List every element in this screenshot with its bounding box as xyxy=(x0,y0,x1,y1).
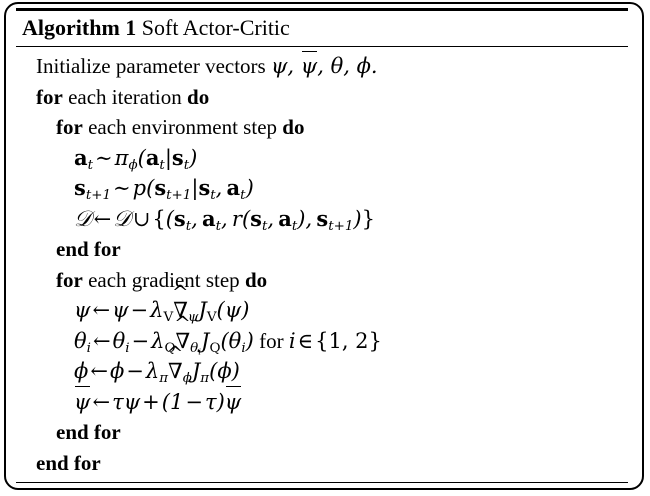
algorithm-body: Initialize parameter vectors ψ, ψ, θ, ϕ.… xyxy=(16,47,628,482)
word-each: each xyxy=(68,84,107,109)
caption-rule xyxy=(16,46,628,48)
index-set: {1, 2} xyxy=(315,328,382,353)
algorithm-line-policy-update: ϕ←ϕ−λπ∇ϕJπ(ϕ) xyxy=(16,356,628,387)
keyword-end-for: end for xyxy=(56,420,121,445)
keyword-for: for xyxy=(56,115,83,140)
caption-title: Soft Actor-Critic xyxy=(141,15,290,40)
equation-q-update: θi←θi−λQ∇θiJQ(θi) xyxy=(74,329,254,356)
equation-target-update: ψ←τψ+(1−τ)ψ xyxy=(74,386,241,414)
initialize-text: Initialize parameter vectors xyxy=(36,54,266,79)
keyword-end-for: end for xyxy=(36,450,101,475)
keyword-do: do xyxy=(244,267,268,292)
word-environment-step: environment step xyxy=(131,115,278,140)
keyword-do: do xyxy=(187,84,210,109)
algorithm-line-value-update: ψ←ψ−λV∇ψJV(ψ) xyxy=(16,295,628,326)
algorithm-line-for-gradient-step: for each gradient step do xyxy=(16,265,628,296)
algorithm-line-end-for-iteration: end for xyxy=(16,448,628,479)
algorithm-line-state-transition: st+1∼p(st+1|st, at) xyxy=(16,173,628,204)
equation-q-update-index: i∈{1, 2} xyxy=(288,328,382,353)
equation-value-update: ψ←ψ−λV∇ψJV(ψ) xyxy=(74,298,249,324)
equation-policy-update: ϕ←ϕ−λπ∇ϕJπ(ϕ) xyxy=(74,359,240,385)
algorithm-line-for-env-step: for each environment step do xyxy=(16,112,628,143)
algorithm-line-end-for-env-step: end for xyxy=(16,234,628,265)
keyword-end-for: end for xyxy=(56,237,121,262)
word-each: each xyxy=(88,115,127,140)
algorithm-container: Algorithm 1 Soft Actor-Critic Initialize… xyxy=(16,8,628,484)
top-rule xyxy=(16,8,628,11)
algorithm-line-target-update: ψ←τψ+(1−τ)ψ xyxy=(16,386,628,418)
algorithm-caption: Algorithm 1 Soft Actor-Critic xyxy=(16,11,628,46)
word-for-index: for xyxy=(259,328,284,353)
word-iteration: iteration xyxy=(111,84,182,109)
equation-action-sample: at∼πϕ(at|st) xyxy=(74,144,198,173)
keyword-for: for xyxy=(36,84,63,109)
algorithm-line-for-iteration: for each iteration do xyxy=(16,82,628,113)
word-each: each xyxy=(88,267,127,292)
caption-label: Algorithm 1 xyxy=(22,15,137,40)
algorithm-line-replay-buffer-update: 𝒟←𝒟∪{(st, at, r(st, at), st+1)} xyxy=(16,204,628,235)
initialize-symbols: ψ, ψ, θ, ϕ. xyxy=(271,50,378,78)
algorithm-line-action-sample: at∼πϕ(at|st) xyxy=(16,143,628,174)
keyword-for: for xyxy=(56,267,83,292)
bottom-rule xyxy=(16,482,628,484)
algorithm-line-end-for-gradient-step: end for xyxy=(16,417,628,448)
equation-state-transition: st+1∼p(st+1|st, at) xyxy=(74,175,254,204)
keyword-do: do xyxy=(282,115,305,140)
algorithm-line-q-update: θi←θi−λQ∇θiJQ(θi) for i∈{1, 2} xyxy=(16,326,628,357)
equation-replay-buffer-update: 𝒟←𝒟∪{(st, at, r(st, at), st+1)} xyxy=(74,205,375,234)
algorithm-line-initialize: Initialize parameter vectors ψ, ψ, θ, ϕ. xyxy=(16,50,628,82)
algorithm-frame: Algorithm 1 Soft Actor-Critic Initialize… xyxy=(4,2,644,490)
